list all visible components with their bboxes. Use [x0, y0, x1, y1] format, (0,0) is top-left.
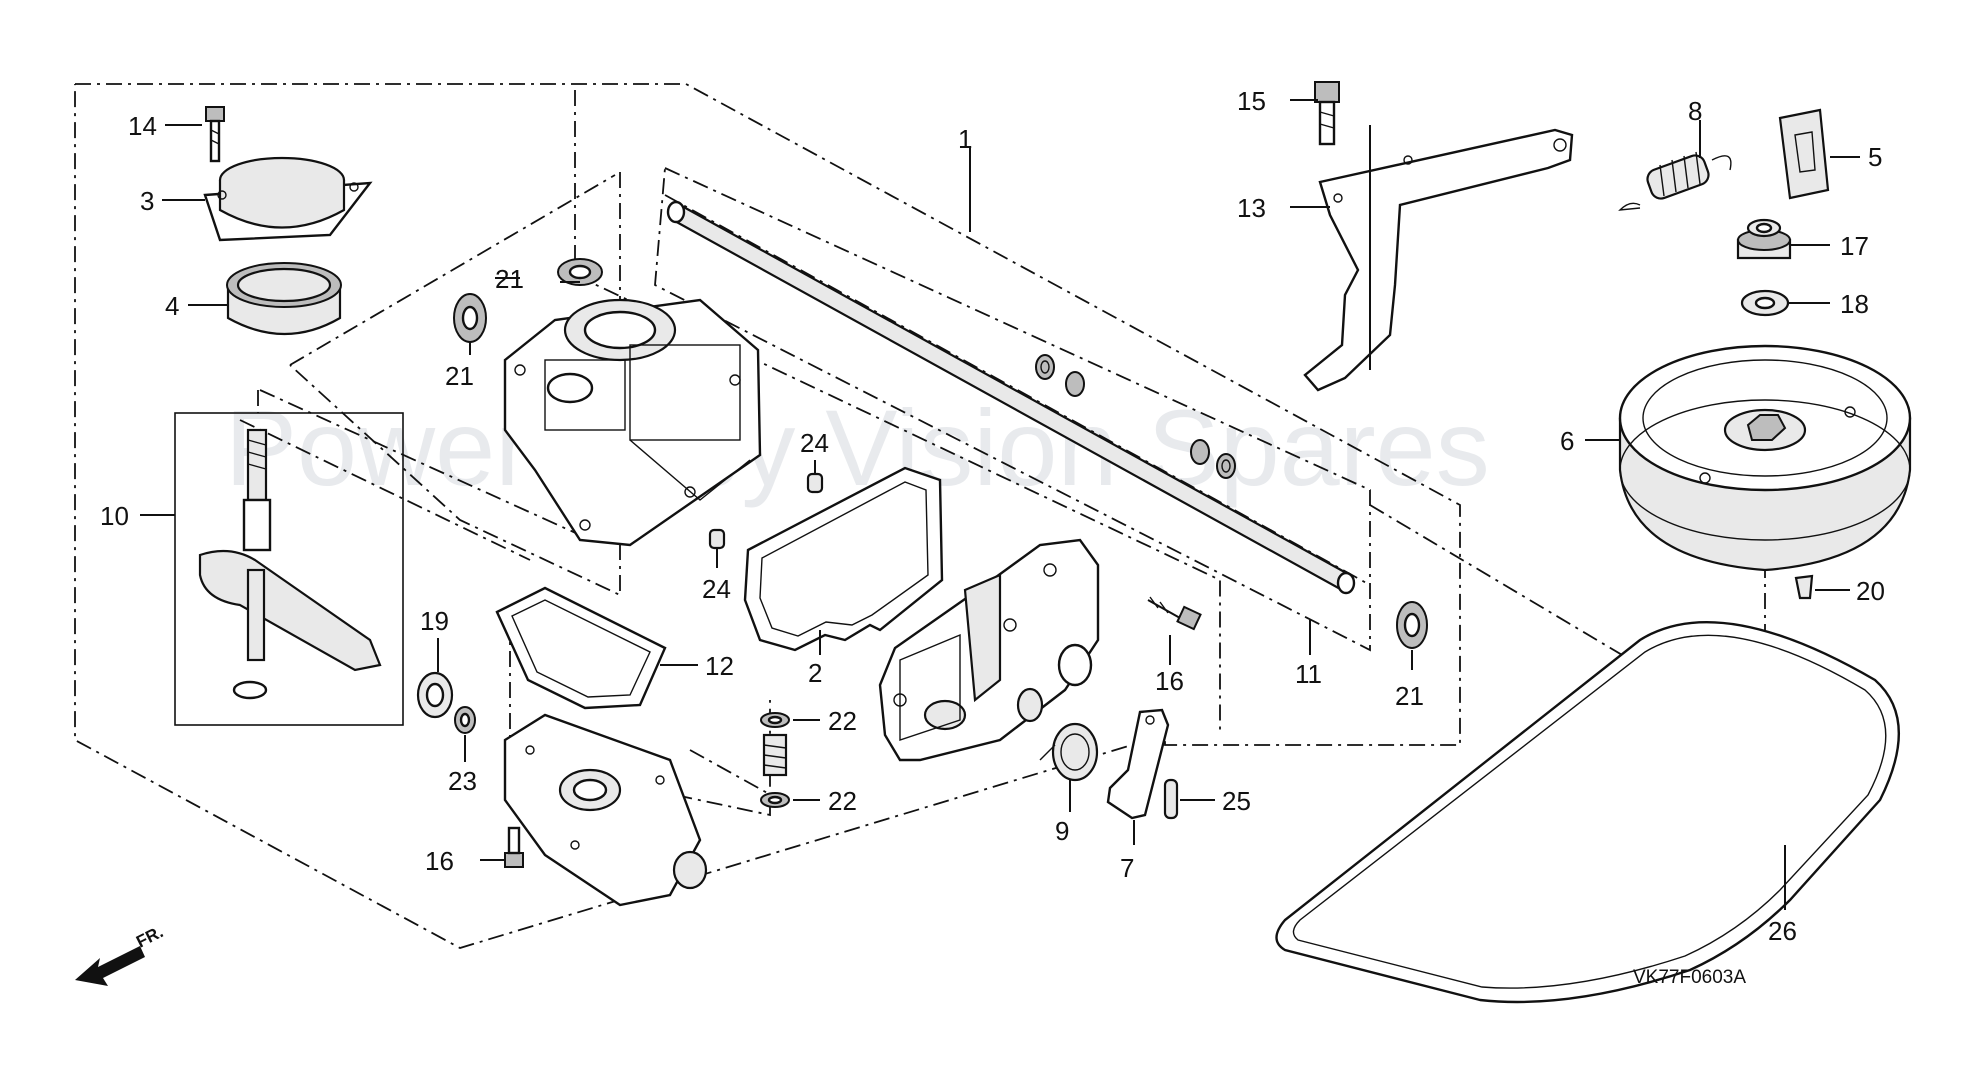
- seal-4: [226, 262, 342, 336]
- kingpin-dash-b: [239, 419, 531, 561]
- pin-24b: [708, 528, 726, 550]
- seal-21a: [557, 258, 603, 286]
- washer-18: [1740, 289, 1790, 317]
- callout-3: 3: [140, 186, 154, 216]
- washer-22a: [760, 712, 790, 728]
- gear-case-housing: [503, 298, 762, 547]
- axle-group-box: [174, 412, 404, 726]
- washer-22b: [760, 792, 790, 808]
- callout-5: 5: [1868, 142, 1882, 172]
- plate-dash: [689, 749, 781, 801]
- callout-6: 6: [1560, 426, 1574, 456]
- cover-3: [203, 156, 373, 242]
- pin-24a: [806, 472, 824, 494]
- seal-21b: [453, 293, 487, 343]
- callout-13: 13: [1237, 193, 1266, 223]
- washer-23: [454, 706, 476, 734]
- callout-18: 18: [1840, 289, 1869, 319]
- bolt-15: [1314, 81, 1340, 146]
- bolt-14: [205, 106, 225, 163]
- callouts: 1 2 3 4 5 6 7 8 9 10 11 12 13 14 15 16 1…: [100, 86, 1885, 946]
- callout-12: 12: [705, 651, 734, 681]
- spring-8: [1618, 151, 1732, 211]
- callout-16b: 16: [425, 846, 454, 876]
- spring-9: [1039, 722, 1099, 782]
- callout-21a: 21: [495, 264, 524, 294]
- callout-24b: 24: [702, 574, 731, 604]
- callout-21b: 21: [445, 361, 474, 391]
- assembly-outline: [74, 83, 1461, 949]
- pulley-6: [1618, 344, 1912, 572]
- bolt-16a: [1147, 596, 1202, 631]
- washer-19: [416, 671, 454, 719]
- diagram-code: VK77F0603A: [1633, 967, 1746, 988]
- front-direction-arrow: FR.: [75, 922, 166, 986]
- callout-7: 7: [1120, 853, 1134, 883]
- callout-9: 9: [1055, 816, 1069, 846]
- bracket-13: [1303, 128, 1574, 392]
- watermark: Powered by Vision Spares: [225, 387, 1490, 508]
- bolt-16b: [504, 826, 524, 868]
- spring-22: [762, 733, 788, 777]
- callout-24a: 24: [800, 428, 829, 458]
- top-left-dash: [289, 174, 616, 366]
- key-20: [1794, 574, 1814, 600]
- callout-26: 26: [1768, 916, 1797, 946]
- nut-17: [1736, 218, 1792, 260]
- callout-19: 19: [420, 606, 449, 636]
- shaft-group-outline: [654, 167, 1371, 652]
- callout-22b: 22: [828, 786, 857, 816]
- callout-11: 11: [1295, 659, 1322, 689]
- callout-4: 4: [165, 291, 179, 321]
- callout-1: 1: [958, 124, 972, 154]
- lower-case-plate: [503, 713, 708, 907]
- clip-5: [1778, 108, 1830, 200]
- kingpin-10: [198, 428, 382, 700]
- arm-7: [1106, 708, 1170, 820]
- seal-21c: [1396, 601, 1428, 649]
- shaft-11: [666, 200, 1356, 595]
- callout-20: 20: [1856, 576, 1885, 606]
- gasket-2: [743, 466, 944, 652]
- callout-22a: 22: [828, 706, 857, 736]
- callout-10: 10: [100, 501, 129, 531]
- gasket-12: [495, 586, 667, 710]
- belt-26: [1275, 620, 1900, 1004]
- pin-25: [1163, 778, 1179, 820]
- leader-lines: [140, 99, 1860, 910]
- callout-8: 8: [1688, 96, 1702, 126]
- callout-17: 17: [1840, 231, 1869, 261]
- callout-15: 15: [1237, 86, 1266, 116]
- callout-25: 25: [1222, 786, 1251, 816]
- callout-2: 2: [808, 658, 822, 688]
- shaft-axis-dash: [664, 194, 1371, 586]
- callout-21c: 21: [1395, 681, 1424, 711]
- callout-23: 23: [448, 766, 477, 796]
- transmission-case: [878, 538, 1100, 762]
- callout-14: 14: [128, 111, 157, 141]
- callout-16a: 16: [1155, 666, 1184, 696]
- kingpin-dash-a: [259, 389, 581, 536]
